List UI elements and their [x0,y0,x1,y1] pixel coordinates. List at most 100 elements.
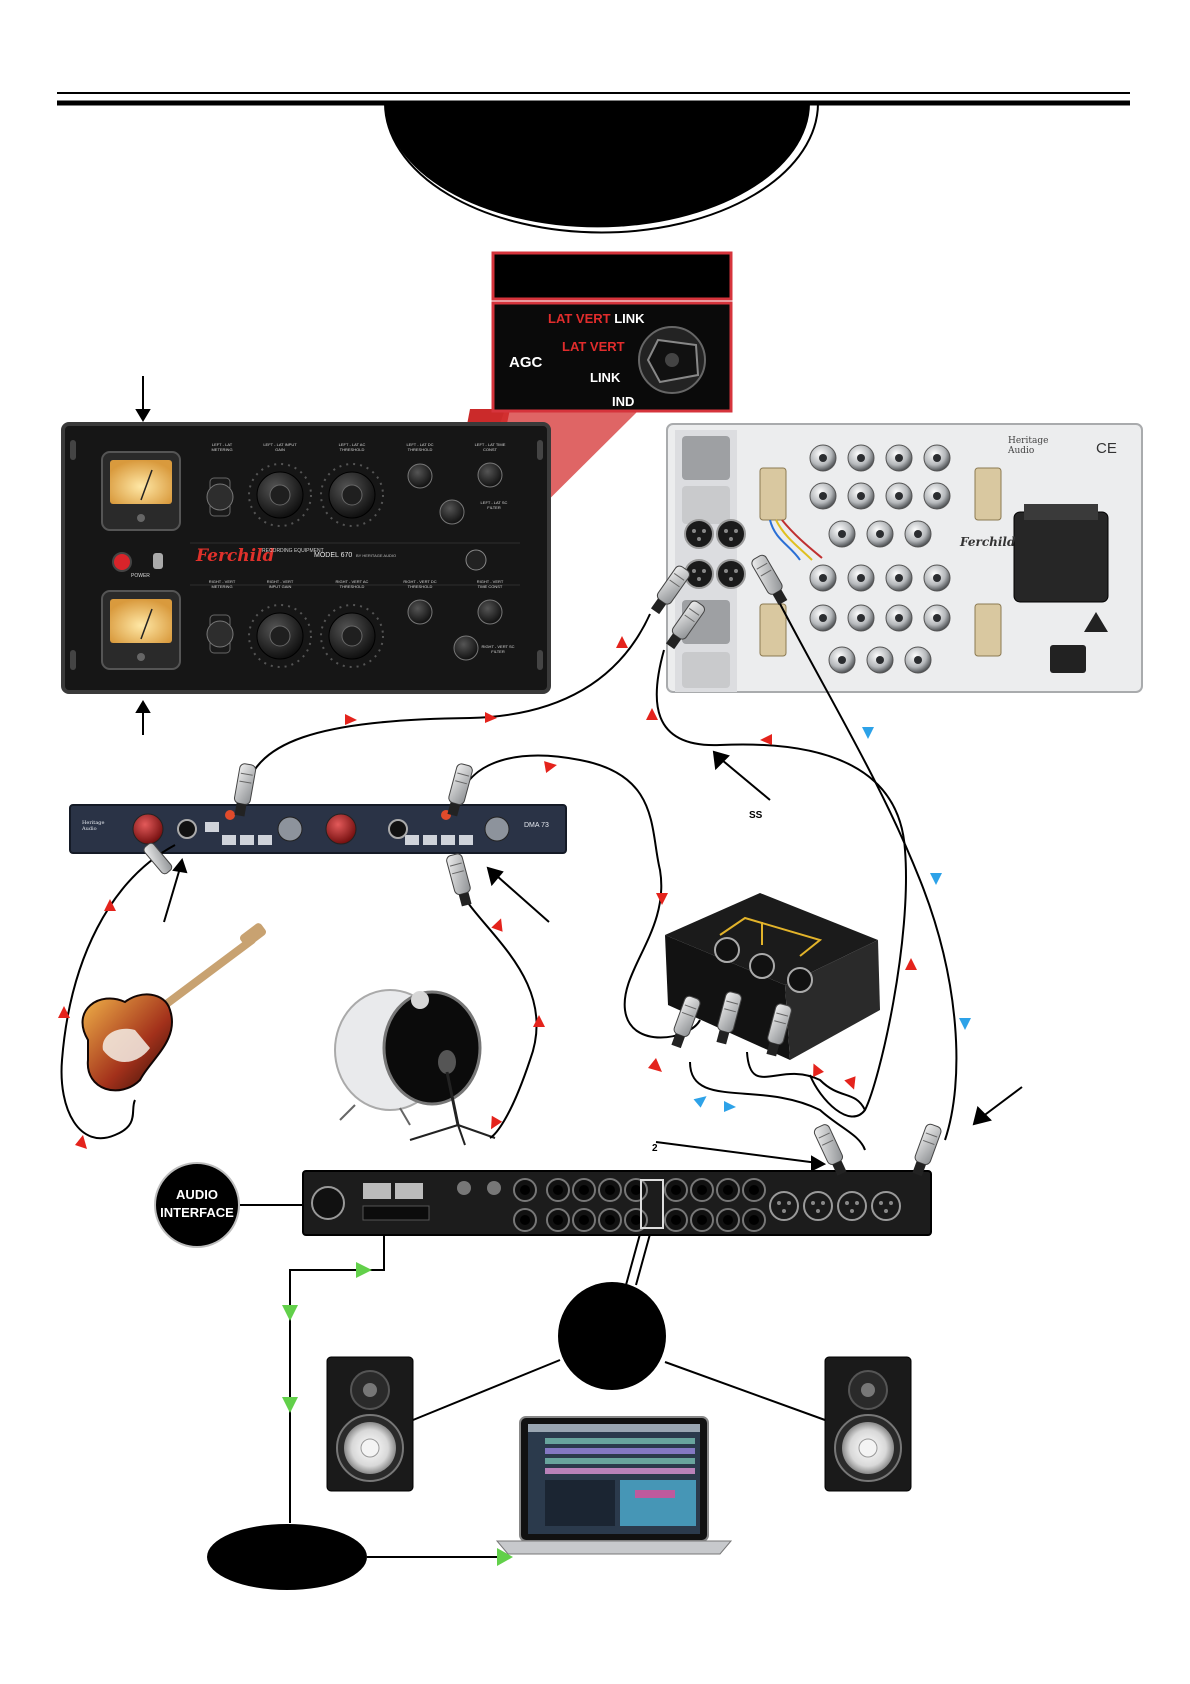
monitor-output-badge [558,1282,666,1390]
dual-mic-preamp [69,804,567,854]
inset-line-1-white: LINK [610,311,645,326]
rear-brand: Heritage Audio [1008,436,1049,456]
signal-arrows-blue [693,727,971,1112]
ctrl-right-sc-filter: RIGHT - VERT SC FILTER [481,644,515,654]
warning-icon [1084,612,1108,632]
interface-jack-2[interactable] [513,1208,537,1232]
pointer-arrows [135,376,1023,1172]
switch-ch2-c[interactable] [441,835,455,845]
switch-ch2-b[interactable] [423,835,437,845]
dc-threshold-knob-left[interactable] [407,463,433,489]
compressor-model: MODEL 670 [314,552,353,559]
ctrl-right-ac-threshold: RIGHT - VERT AC THRESHOLD [335,579,369,589]
inset-line-3: LINK [590,370,620,385]
inset-line-1-red: LAT VERT [548,311,611,326]
xlr-plugs [143,552,943,1178]
rear-xlr-output-left[interactable] [716,519,746,549]
splitter-out1-socket[interactable] [749,953,775,979]
preamp-ch1 [132,810,303,845]
compressor-subtitle: RECORDING EQUIPMENT [262,548,324,554]
power-label: POWER [131,573,150,579]
gain-knob-ch2[interactable] [325,813,357,845]
ac-threshold-knob-left[interactable] [320,463,384,527]
ctrl-right-metering: RIGHT - VERT METERING [208,579,236,589]
ctrl-right-dc-threshold: RIGHT - VERT DC THRESHOLD [403,579,437,589]
sc-filter-knob-right[interactable] [453,635,479,661]
compressor-rear-panel [666,423,1143,693]
ctrl-left-metering: LEFT - LAT METERING [211,442,233,452]
label-ss: SS [749,810,763,821]
kick-drum-image [334,989,496,1146]
laptop-daw [495,1416,733,1555]
switch-ch1-d[interactable] [258,835,272,845]
compressor-brand: Ferchild [196,546,275,566]
gain-knob-ch1[interactable] [132,813,164,845]
inset-line-4: IND [612,394,634,409]
pad-lamp-ch1 [225,810,235,820]
metering-selector-left[interactable] [206,477,234,517]
rear-xlr-output-right[interactable] [716,559,746,589]
interface-power-socket[interactable] [311,1186,345,1220]
output-knob-ch1[interactable] [277,816,303,842]
link-selector-small[interactable] [465,549,487,571]
ac-threshold-knob-right[interactable] [320,604,384,668]
audio-interface-badge [154,1162,240,1248]
signal-arrows-red [58,636,917,1149]
ctrl-left-input-gain: LEFT - LAT INPUT GAIN [263,442,297,452]
time-constant-knob-right[interactable] [477,599,503,625]
studio-monitor-left [326,1356,414,1492]
header-rule [57,92,1130,234]
link-selector-knob [638,326,706,394]
inset-line-3-white: LINK [590,370,621,385]
rear-ce-mark: CE [1096,440,1117,457]
ctrl-right-time-const: RIGHT - VERT TIME CONST [476,579,504,589]
interface-xlr-4[interactable] [871,1191,901,1221]
compressor-front-panel [61,422,551,694]
switch-ch2-d[interactable] [459,835,473,845]
vu-meter-left [101,451,181,531]
vu-meter-right [101,590,181,670]
ctrl-left-time-const: LEFT - LAT TIME CONST [474,442,506,452]
switch-ch1-b[interactable] [222,835,236,845]
time-constant-knob-left[interactable] [477,462,503,488]
interface-jack-1[interactable] [513,1178,537,1202]
inset-line-1: LAT VERT LINK [548,311,645,326]
power-switch[interactable] [153,553,163,569]
di-input-ch1[interactable] [177,819,197,839]
di-input-ch2[interactable] [388,819,408,839]
interface-xlr-3[interactable] [837,1191,867,1221]
preamp-ch2 [325,810,510,845]
inset-line-2: LAT VERT [562,339,625,354]
inset-agc-label: AGC [509,354,543,371]
input-gain-knob-right[interactable] [248,604,312,668]
thunderbolt-port[interactable] [362,1205,430,1221]
splitter-out2-socket[interactable] [787,967,813,993]
output-knob-ch2[interactable] [484,816,510,842]
splitter-in-socket[interactable] [714,937,740,963]
interface-xlr-1[interactable] [769,1191,799,1221]
monitor-out-highlight [640,1179,664,1229]
iec-power-inlet[interactable] [1050,645,1086,673]
computer-badge [207,1524,367,1590]
input-gain-knob-left[interactable] [248,463,312,527]
ctrl-right-input-gain: RIGHT - VERT INPUT GAIN [266,579,294,589]
metering-selector-right[interactable] [206,614,234,654]
cables [60,599,958,1558]
switch-ch2-a[interactable] [405,835,419,845]
switch-ch1-a[interactable] [205,822,219,832]
rear-xlr-input-left[interactable] [684,519,714,549]
dc-threshold-knob-right[interactable] [407,599,433,625]
interface-port-2[interactable] [395,1183,423,1199]
header-dome [385,103,810,228]
switch-ch1-c[interactable] [240,835,254,845]
kick-mic-stand [409,1050,496,1146]
inset-line-2-red: LAT VERT [562,339,625,354]
power-lamp [112,552,132,572]
interface-xlr-2[interactable] [803,1191,833,1221]
inset-line-4-white: IND [612,394,635,409]
sc-filter-knob-left[interactable] [439,499,465,525]
interface-port-1[interactable] [363,1183,391,1199]
label-two: 2 [652,1143,658,1154]
signal-arrows-green [282,1262,513,1566]
